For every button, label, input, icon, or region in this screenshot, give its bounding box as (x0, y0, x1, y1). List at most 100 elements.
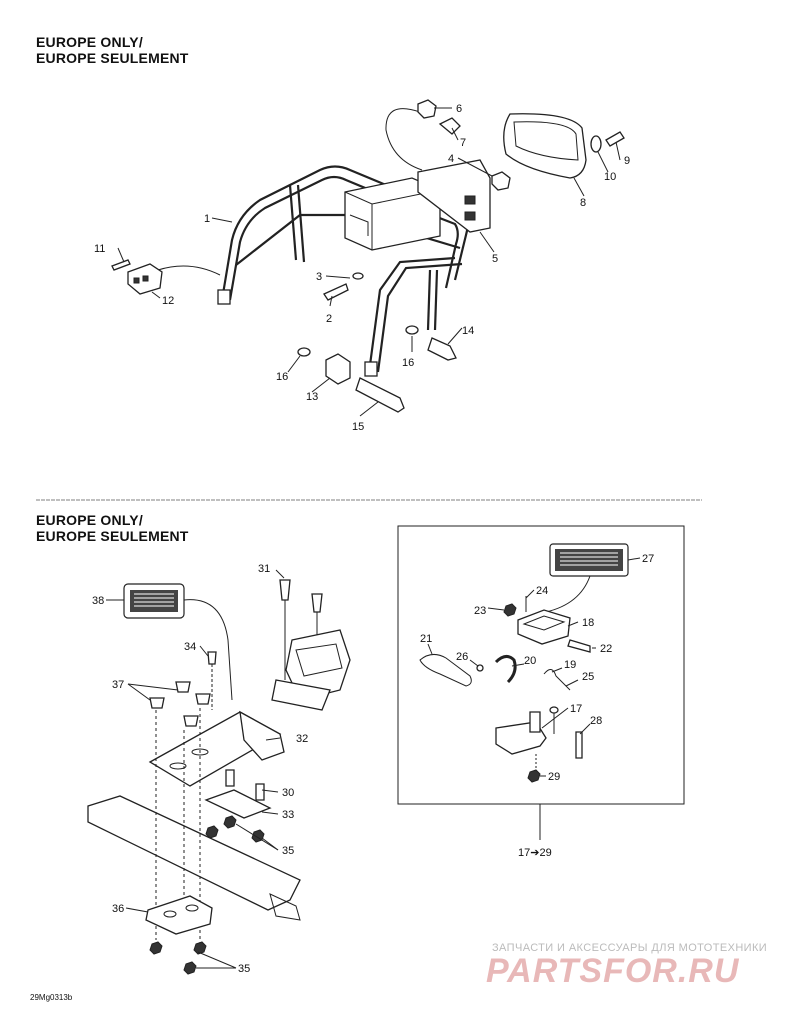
nut (503, 603, 517, 617)
rear-panel (87, 795, 301, 911)
nut (149, 941, 163, 955)
leader-lines (427, 557, 641, 840)
callout-label: 9 (624, 155, 630, 167)
light-housing (285, 629, 351, 701)
callout-label: 15 (352, 421, 364, 433)
callout-label: 30 (282, 787, 294, 799)
callout-label: 22 (600, 643, 612, 655)
callout-label: 26 (456, 651, 468, 663)
bolt-head (311, 593, 323, 613)
tail-light (503, 113, 587, 179)
callout-label: 21 (420, 633, 432, 645)
callout-label: 1 (204, 213, 210, 225)
frame-end-cap (364, 361, 378, 377)
callout-labels-inset: 27 24 23 18 22 21 26 20 19 25 17 28 29 1… (420, 553, 654, 859)
pin (575, 731, 583, 759)
callout-label: 27 (642, 553, 654, 565)
callout-label: 7 (460, 137, 466, 149)
nut (183, 961, 197, 975)
washer (590, 135, 602, 153)
storage-box (344, 177, 441, 251)
plate-flange (239, 710, 285, 761)
callout-label: 35 (282, 845, 294, 857)
callout-label: 33 (282, 809, 294, 821)
callout-label: 36 (112, 903, 124, 915)
callout-label: 17 (570, 703, 582, 715)
section-title-top: EUROPE ONLY/ EUROPE SEULEMENT (36, 34, 189, 66)
leader-lines (106, 569, 285, 969)
terminal (111, 259, 131, 271)
light-bracket (417, 159, 491, 233)
callout-label: 14 (462, 325, 474, 337)
nut (527, 769, 541, 783)
backing-strip (204, 789, 272, 819)
callout-label: 19 (564, 659, 576, 671)
title-line-2: EUROPE SEULEMENT (36, 50, 189, 66)
nut (417, 99, 437, 119)
drawing-code: 29Mg0313b (30, 993, 73, 1002)
bolt (427, 337, 457, 361)
wire (545, 575, 591, 613)
callout-label: 16 (402, 357, 414, 369)
callout-label: 13 (306, 391, 318, 403)
title-line-1: EUROPE ONLY/ (36, 34, 143, 50)
screw (605, 131, 625, 147)
washer (297, 347, 311, 357)
bolt (175, 681, 191, 693)
nut (205, 825, 219, 839)
callout-label: 20 (524, 655, 536, 667)
lens (494, 655, 517, 684)
section-title-bottom: EUROPE ONLY/ EUROPE SEULEMENT (36, 512, 189, 544)
title-line-2: EUROPE SEULEMENT (36, 528, 189, 544)
callout-label: 35 (238, 963, 250, 975)
bolt (195, 693, 211, 705)
spacer (325, 353, 351, 385)
bulb (438, 117, 461, 135)
range-label: 17➔29 (518, 847, 552, 859)
callout-label: 29 (548, 771, 560, 783)
wire (157, 265, 221, 276)
detail-inset-frame (397, 525, 685, 805)
bolt (207, 651, 217, 665)
callout-label: 28 (590, 715, 602, 727)
callout-label: 25 (582, 671, 594, 683)
nut (193, 941, 207, 955)
frame-end-cap (217, 289, 231, 305)
connector (127, 263, 163, 295)
bolt-head (279, 579, 291, 601)
leader-lines (117, 107, 621, 417)
callout-label: 2 (326, 313, 332, 325)
screw (476, 664, 484, 672)
wire (183, 599, 233, 701)
callout-label: 8 (580, 197, 586, 209)
callout-label: 6 (456, 103, 462, 115)
nut (223, 815, 237, 829)
spacer (255, 783, 265, 801)
warning-decal (549, 543, 629, 577)
spacer (225, 769, 235, 787)
callout-label: 12 (162, 295, 174, 307)
bolt (149, 697, 165, 709)
callout-label: 32 (296, 733, 308, 745)
callout-label: 24 (536, 585, 548, 597)
harness-clip (419, 654, 472, 687)
watermark-logo: PARTSFOR.RU (486, 952, 740, 990)
screw (567, 639, 591, 653)
callout-label: 34 (184, 641, 196, 653)
callout-label: 10 (604, 171, 616, 183)
bolt (183, 715, 199, 727)
bolt (323, 283, 349, 301)
light-housing (517, 609, 571, 645)
callout-label: 3 (316, 271, 322, 283)
bracket-post (529, 711, 541, 733)
bracket (271, 679, 331, 711)
warning-decal (123, 583, 185, 619)
wire (385, 108, 423, 171)
nut (491, 171, 511, 191)
callout-label: 31 (258, 563, 270, 575)
callout-label: 23 (474, 605, 486, 617)
callout-label: 37 (112, 679, 124, 691)
callout-label: 38 (92, 595, 104, 607)
title-line-1: EUROPE ONLY/ (36, 512, 143, 528)
